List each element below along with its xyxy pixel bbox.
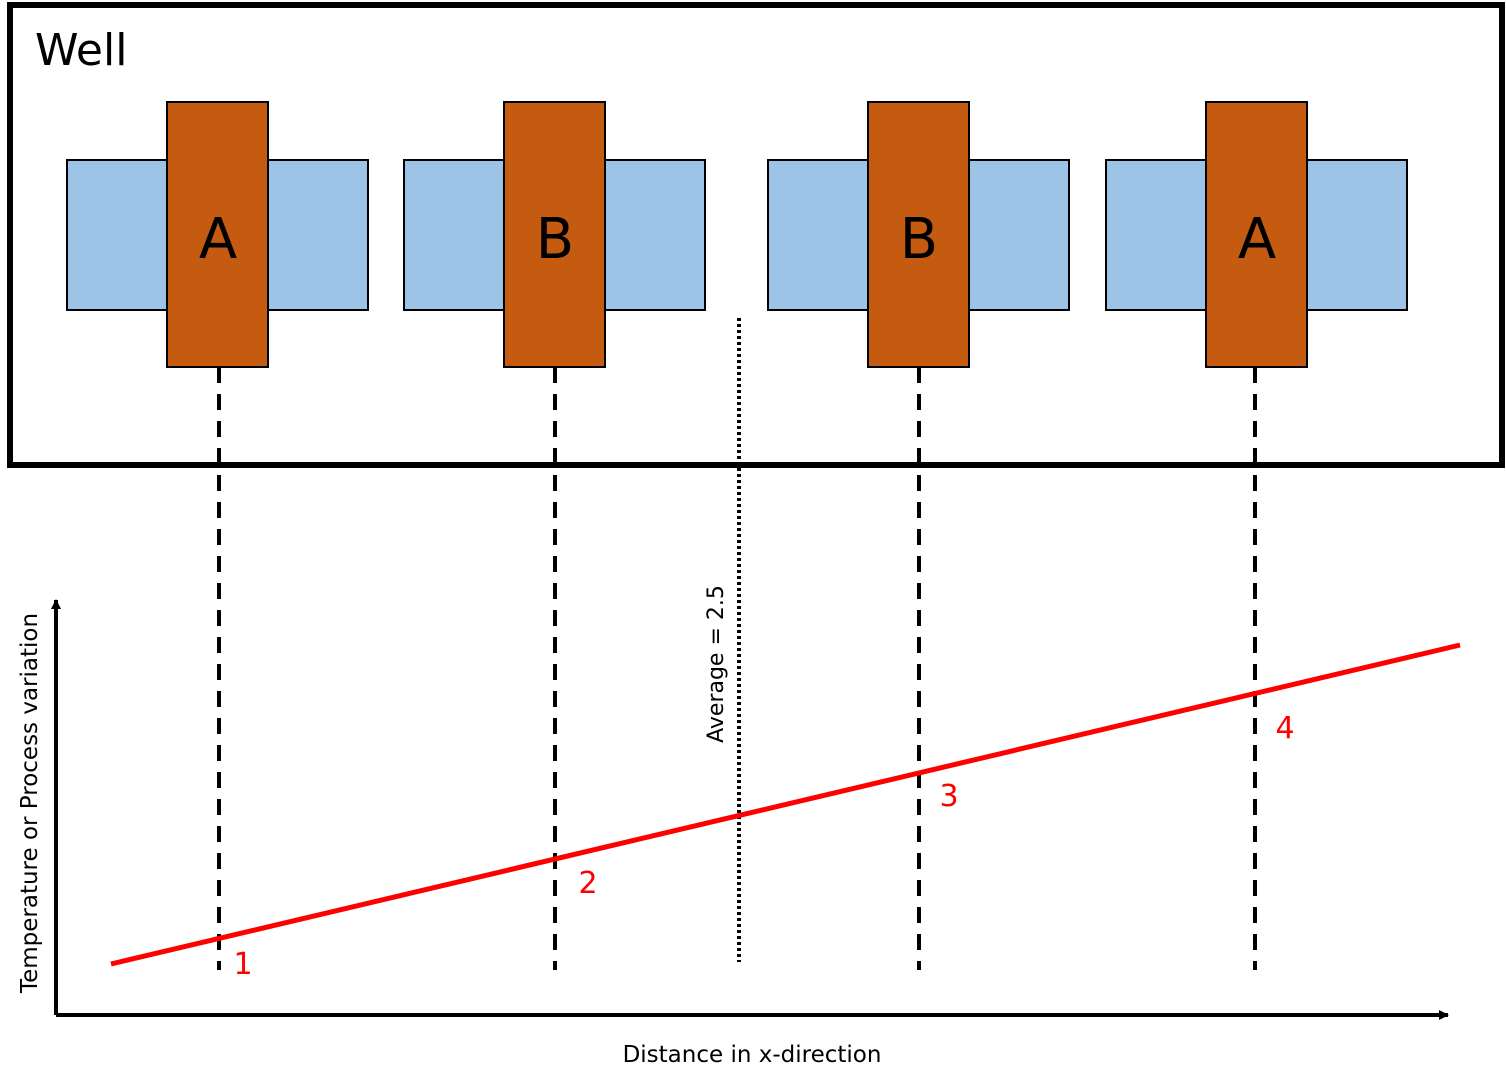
- device-3-gate: [867, 101, 970, 368]
- average-label: Average = 2.5: [704, 585, 729, 743]
- well-boundary: [7, 2, 1505, 468]
- device-2-gate: [503, 101, 606, 368]
- device-4: A: [1105, 101, 1408, 368]
- point-label-2: 2: [578, 866, 597, 901]
- point-label-1: 1: [233, 947, 252, 982]
- gradient-line: [110, 642, 1461, 967]
- device-4-label: A: [1238, 207, 1276, 272]
- well-title: Well: [35, 25, 127, 76]
- point-label-4: 4: [1275, 711, 1294, 746]
- device-1-label: A: [199, 207, 237, 272]
- device-3-label: B: [900, 207, 938, 272]
- device-1: A: [66, 101, 369, 368]
- point-label-3: 3: [939, 779, 958, 814]
- device-4-gate: [1205, 101, 1308, 368]
- y-axis-label: Temperature or Process variation: [17, 613, 43, 994]
- device-1-gate: [166, 101, 269, 368]
- device-3: B: [767, 101, 1070, 368]
- x-axis-label: Distance in x-direction: [623, 1042, 882, 1068]
- device-2: B: [403, 101, 706, 368]
- device-2-label: B: [536, 207, 574, 272]
